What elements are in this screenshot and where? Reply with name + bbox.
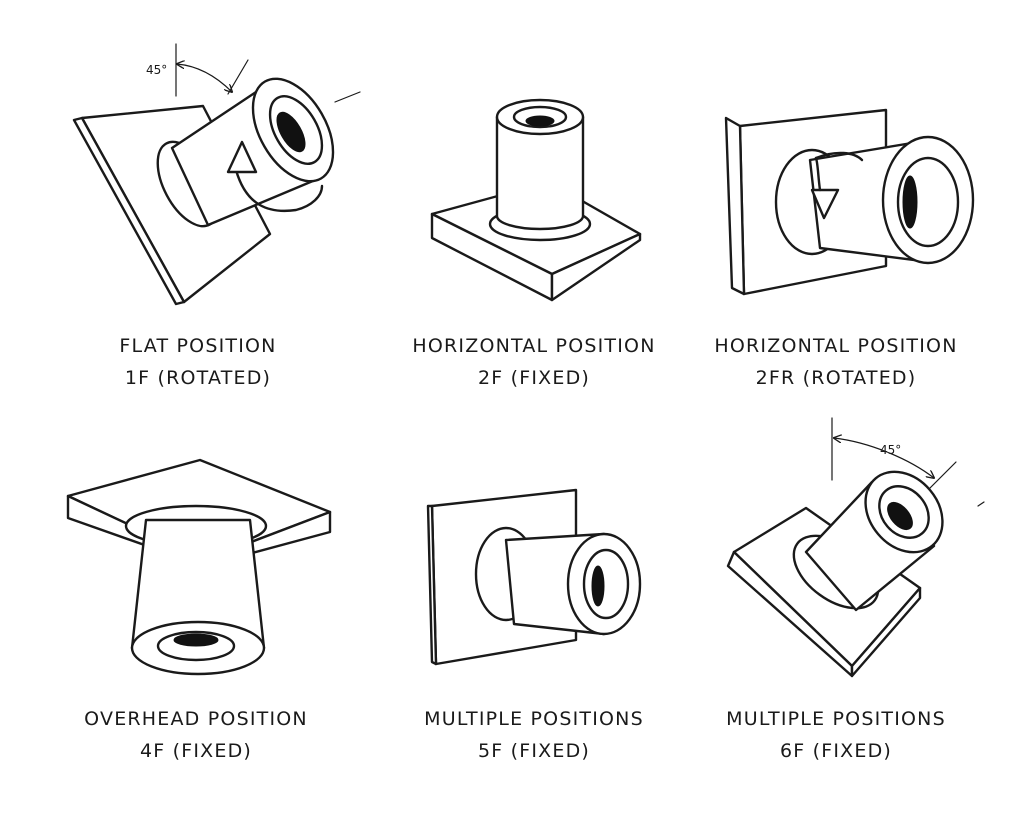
caption-4f-code: 4F (FIXED)	[140, 740, 252, 762]
caption-6f-code: 6F (FIXED)	[780, 740, 892, 762]
figure-6f: 45°	[726, 417, 985, 678]
caption-1f-code: 1F (ROTATED)	[125, 367, 271, 389]
caption-2fr-name: HORIZONTAL POSITION	[714, 335, 957, 357]
figure-2f	[430, 98, 642, 302]
caption-5f-code: 5F (FIXED)	[478, 740, 590, 762]
angle-label: 45°	[146, 63, 167, 77]
figure-1f: 45°	[72, 43, 361, 306]
figure-2fr	[724, 108, 975, 296]
caption-2fr-code: 2FR (ROTATED)	[756, 367, 917, 389]
caption-5f-name: MULTIPLE POSITIONS	[424, 708, 644, 730]
caption-6f-name: MULTIPLE POSITIONS	[726, 708, 946, 730]
figure-5f	[426, 488, 642, 666]
caption-2f-code: 2F (FIXED)	[478, 367, 590, 389]
caption-4f-name: OVERHEAD POSITION	[84, 708, 308, 730]
angle-label: 45°	[880, 443, 901, 457]
caption-2f-name: HORIZONTAL POSITION	[412, 335, 655, 357]
caption-1f-name: FLAT POSITION	[119, 335, 276, 357]
figure-4f	[66, 458, 332, 676]
